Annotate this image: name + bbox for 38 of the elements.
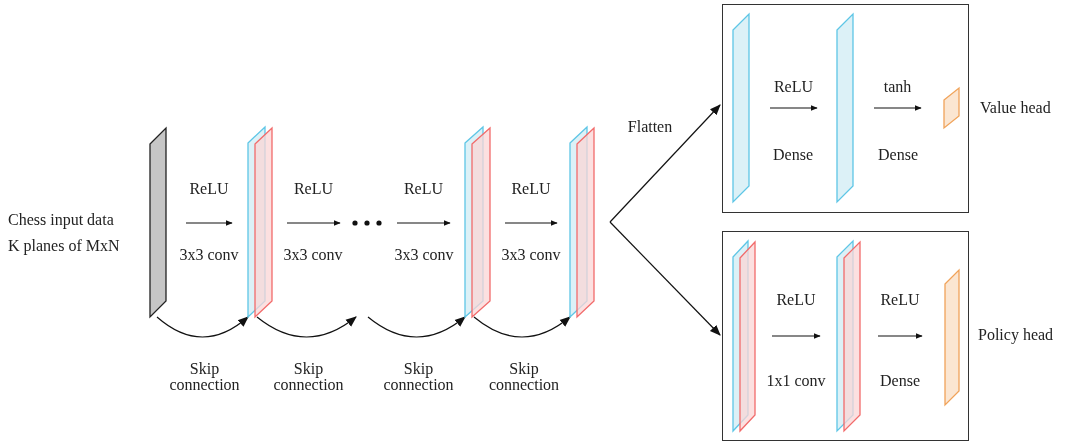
feature-map-stack bbox=[465, 127, 490, 317]
skip-arrow bbox=[367, 316, 466, 338]
input-description: K planes of MxN bbox=[8, 237, 120, 255]
branch-arrow bbox=[609, 221, 721, 336]
layer-type-label: 3x3 conv bbox=[501, 246, 561, 264]
head-panel bbox=[722, 231, 969, 441]
layer-type-label: Dense bbox=[878, 146, 918, 164]
feature-plane bbox=[944, 269, 959, 405]
feature-map-stack bbox=[248, 127, 272, 317]
feature-plane bbox=[836, 13, 853, 202]
arrow bbox=[769, 105, 818, 111]
head-title: Policy head bbox=[978, 326, 1054, 344]
arrow bbox=[286, 220, 341, 226]
head-panel bbox=[722, 4, 969, 213]
feature-plane bbox=[943, 87, 959, 128]
layer-type-label: Dense bbox=[773, 146, 813, 164]
arrow bbox=[877, 333, 923, 339]
feature-map-stack bbox=[570, 127, 594, 317]
arrow bbox=[873, 105, 922, 111]
layer-type-label: 3x3 conv bbox=[283, 246, 343, 264]
layer-type-label: 3x3 conv bbox=[394, 246, 454, 264]
feature-map-stack bbox=[732, 240, 755, 431]
input-plane bbox=[150, 128, 166, 317]
layer-type-label: 1x1 conv bbox=[766, 372, 826, 390]
input-description: Chess input data bbox=[8, 211, 114, 229]
arrow bbox=[771, 333, 821, 339]
skip-arrow bbox=[156, 316, 249, 338]
head-title: Value head bbox=[980, 99, 1051, 117]
layer-type-label: Dense bbox=[880, 372, 920, 390]
branch-arrow bbox=[609, 104, 721, 223]
feature-plane bbox=[732, 13, 749, 202]
feature-map-stack bbox=[836, 240, 860, 431]
skip-arrow bbox=[473, 316, 571, 338]
arrow bbox=[185, 220, 233, 226]
layer-type-label: 3x3 conv bbox=[179, 246, 239, 264]
skip-arrow bbox=[256, 316, 357, 338]
arrow bbox=[504, 220, 558, 226]
arrow bbox=[396, 220, 451, 226]
